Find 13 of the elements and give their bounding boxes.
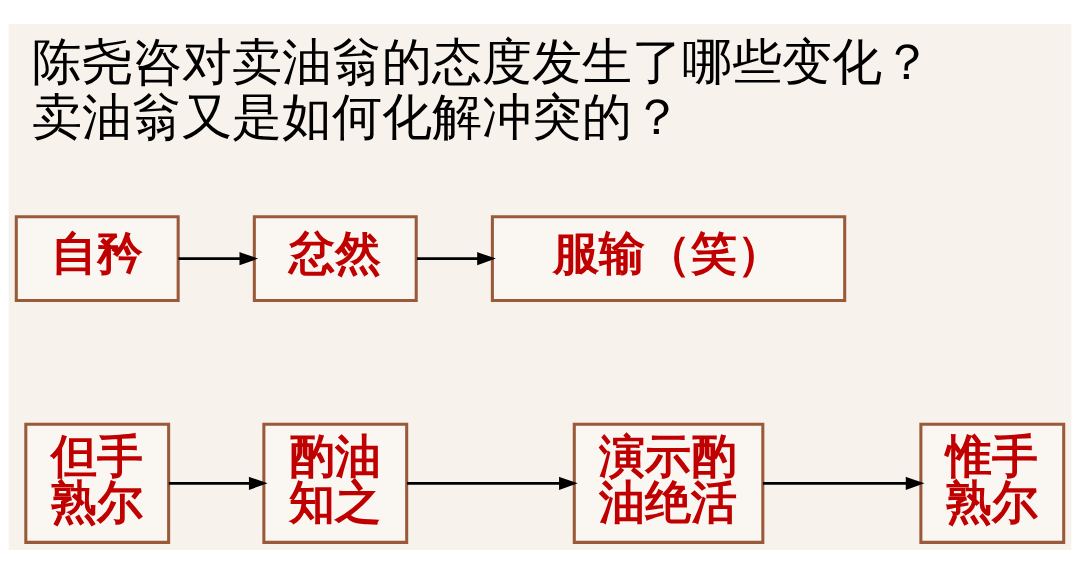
node-box: 酌油知之 xyxy=(262,422,409,544)
node-box: 但手熟尔 xyxy=(24,422,171,544)
arrow xyxy=(178,251,259,265)
node-box: 惟手熟尔 xyxy=(919,422,1066,544)
node-box: 忿然 xyxy=(252,214,418,302)
node-box: 自矜 xyxy=(14,214,180,302)
diagram-title: 陈尧咨对卖油翁的态度发生了哪些变化？卖油翁又是如何化解冲突的？ xyxy=(31,32,932,146)
arrow xyxy=(763,476,925,490)
node-box: 服输（笑） xyxy=(490,214,847,302)
arrow xyxy=(407,476,578,490)
node-box: 演示酌油绝活 xyxy=(572,422,765,544)
arrow xyxy=(416,251,496,265)
arrow xyxy=(168,476,268,490)
